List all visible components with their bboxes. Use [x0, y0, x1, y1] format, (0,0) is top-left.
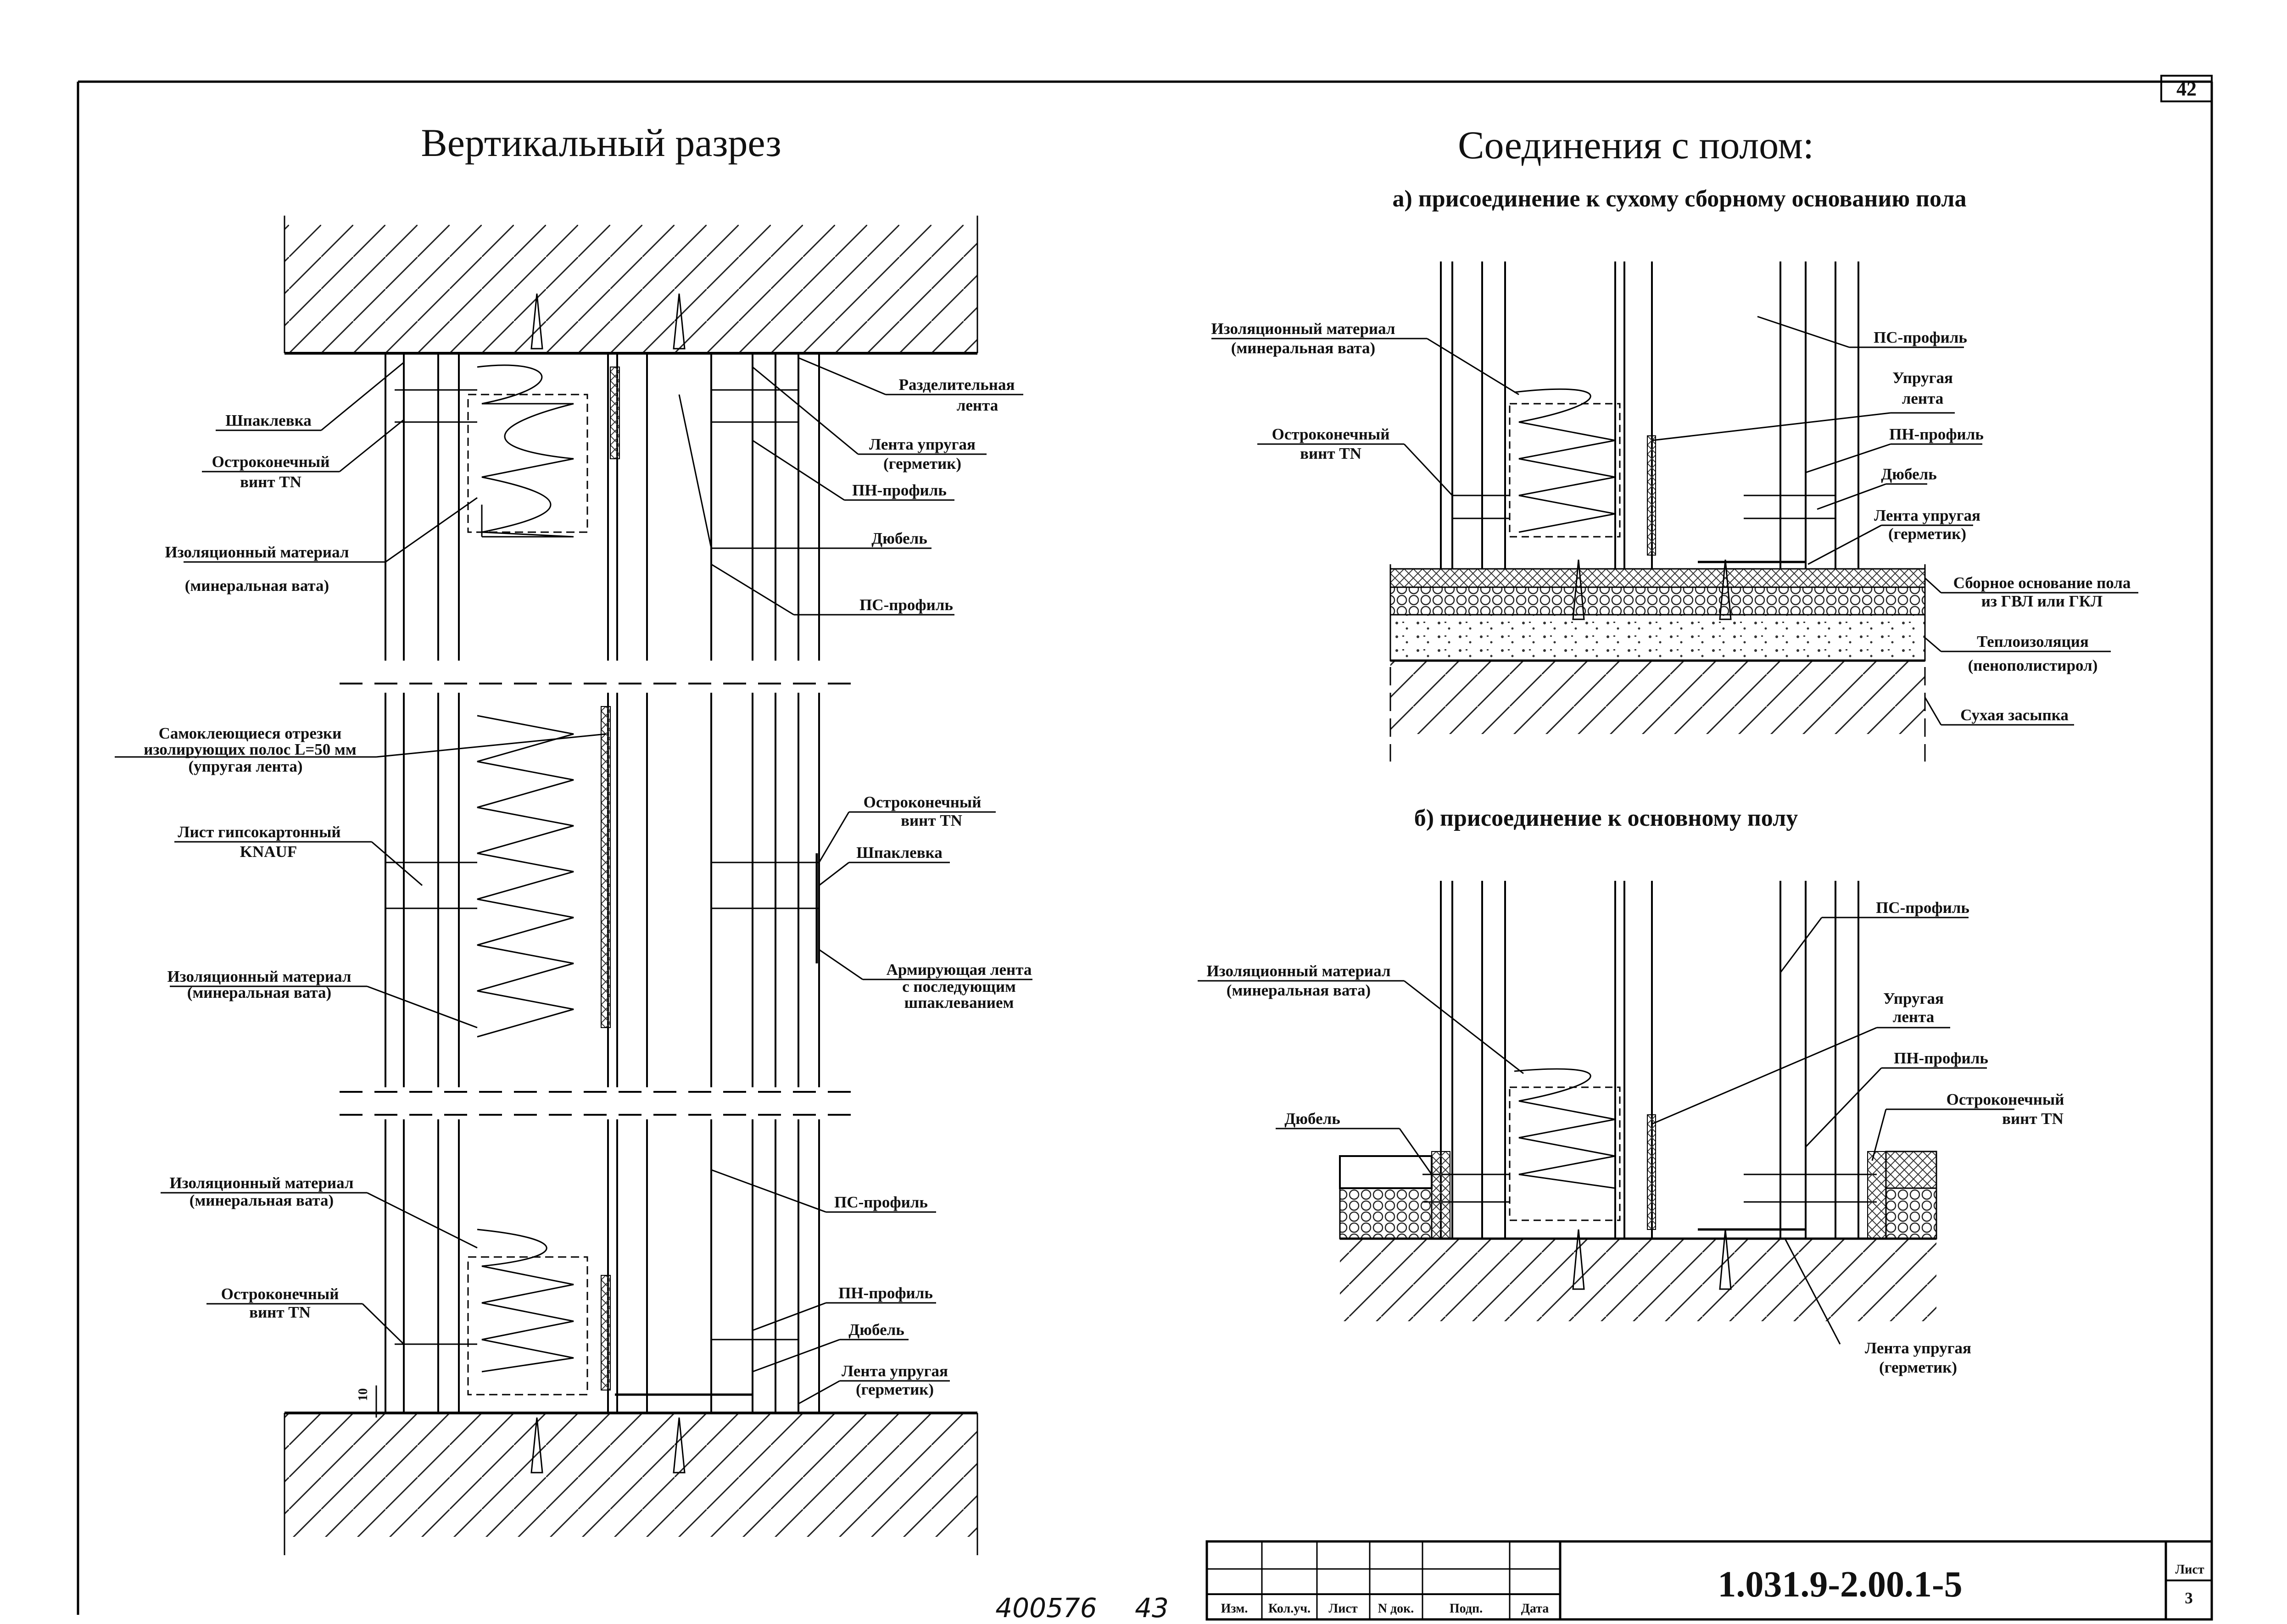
a-label-dowel: Дюбель [1881, 465, 1937, 483]
detail-b-floor [1339, 1151, 1937, 1321]
left-leaders [115, 357, 1032, 1418]
b-label-screw-1: Остроконечный [1947, 1090, 2064, 1108]
label-insulation-bottom-2: (минеральная вата) [190, 1191, 334, 1209]
dowels [530, 293, 686, 1474]
sheet-number: 3 [2185, 1589, 2193, 1607]
b-label-elastic-tape-1: Упругая [1883, 990, 1944, 1007]
label-pn-profile-bottom: ПН-профиль [838, 1284, 933, 1302]
b-label-insulation-2: (минеральная вата) [1227, 981, 1371, 999]
label-separation-tape-1: Разделительная [899, 376, 1015, 394]
stamp-col-date: Дата [1521, 1602, 1549, 1616]
wall-section-top [385, 353, 820, 661]
label-insulation-bottom-1: Изоляционный материал [169, 1174, 353, 1192]
dimension-10: 10 [356, 1388, 370, 1401]
label-elastic-tape-top-2: (герметик) [883, 455, 961, 473]
wall-section-bottom [385, 1119, 820, 1413]
a-label-insulation-2: (минеральная вата) [1231, 339, 1375, 357]
subtitle-b: б) присоединение к основному полу [1414, 805, 1798, 831]
label-elastic-tape-bottom-1: Лента упругая [842, 1362, 948, 1380]
detail-b-leaders [1198, 917, 2014, 1345]
a-label-screw-2: винт TN [1300, 445, 1361, 462]
a-label-dry-fill: Сухая засыпка [1960, 706, 2069, 724]
detail-a-drawing [1440, 261, 1859, 569]
a-label-elastic-seal-2: (герметик) [1888, 525, 1966, 543]
label-gypsum-sheet-1: Лист гипсокартонный [178, 823, 340, 841]
b-label-elastic-seal-1: Лента упругая [1865, 1339, 1971, 1357]
stamp-col-sheet: Лист [1328, 1602, 1357, 1616]
right-title: Соединения с полом: [1458, 123, 1814, 167]
subtitle-a: а) присоединение к сухому сборному основ… [1392, 186, 1966, 212]
b-label-elastic-seal-2: (герметик) [1879, 1358, 1957, 1376]
a-label-floor-base-2: из ГВЛ или ГКЛ [1981, 592, 2103, 610]
left-title: Вертикальный разрез [421, 121, 781, 165]
label-strips-3: (упругая лента) [188, 757, 302, 775]
label-insulation-top-1: Изоляционный материал [165, 543, 349, 561]
b-label-pn-profile: ПН-профиль [1894, 1049, 1988, 1067]
label-putty-top: Шпаклевка [225, 412, 311, 429]
label-ps-profile-bottom: ПС-профиль [834, 1193, 928, 1211]
a-label-elastic-tape-1: Упругая [1892, 369, 1953, 387]
label-reinforce-tape-2: с последующим [902, 978, 1016, 996]
label-pn-profile-top: ПН-профиль [852, 481, 947, 499]
b-label-screw-2: винт TN [2002, 1110, 2064, 1128]
floor-slab [284, 1412, 978, 1555]
stamp-col-count: Кол.уч. [1268, 1602, 1311, 1616]
a-label-elastic-tape-2: лента [1902, 389, 1943, 407]
label-reinforce-tape-1: Армирующая лента [887, 961, 1032, 979]
label-screw-bottom-1: Остроконечный [221, 1285, 339, 1303]
label-reinforce-tape-3: шпаклеванием [904, 994, 1014, 1012]
a-label-insulation-1: Изоляционный материал [1211, 320, 1395, 338]
b-label-dowel: Дюбель [1284, 1110, 1340, 1128]
b-label-ps-profile: ПС-профиль [1876, 899, 1969, 917]
detail-a-leaders [1211, 316, 2138, 726]
detail-a-floor-layers [1389, 559, 1926, 762]
label-elastic-tape-top-1: Лента упругая [869, 435, 976, 453]
label-dowel-bottom: Дюбель [848, 1321, 904, 1339]
handwritten-inventory-number: 400576 [995, 1592, 1097, 1624]
stamp-col-doc: N док. [1378, 1602, 1414, 1616]
label-gypsum-sheet-2: KNAUF [240, 843, 297, 861]
a-label-ps-profile: ПС-профиль [1874, 328, 1967, 346]
label-insulation-mid-2: (минеральная вата) [187, 984, 331, 1001]
b-label-elastic-tape-2: лента [1893, 1008, 1934, 1026]
label-screw-bottom-2: винт TN [249, 1303, 311, 1321]
label-screw-mid-1: Остроконечный [864, 793, 982, 811]
label-strips-2: изолирующих полос L=50 мм [144, 740, 356, 758]
a-label-floor-base-1: Сборное основание пола [1953, 574, 2131, 592]
label-insulation-mid-1: Изоляционный материал [167, 968, 351, 985]
sheet-label: Лист [2175, 1563, 2204, 1577]
label-elastic-tape-bottom-2: (герметик) [856, 1380, 934, 1398]
a-label-pn-profile: ПН-профиль [1889, 425, 1984, 443]
b-label-insulation-1: Изоляционный материал [1206, 962, 1390, 980]
label-ps-profile-top: ПС-профиль [859, 596, 953, 614]
sheet-frame [77, 75, 2213, 1615]
label-screw-top-2: винт TN [240, 473, 301, 491]
page-number: 42 [2176, 78, 2197, 100]
ceiling-slab [284, 216, 978, 355]
wall-section-middle [385, 693, 820, 1087]
a-label-thermal-1: Теплоизоляция [1977, 633, 2089, 651]
break-lines [340, 683, 863, 1116]
document-code: 1.031.9-2.00.1-5 [1718, 1564, 1962, 1605]
a-label-elastic-seal-1: Лента упругая [1874, 506, 1980, 524]
label-separation-tape-2: лента [957, 396, 998, 414]
title-block [1205, 1540, 2213, 1621]
a-label-thermal-2: (пенополистирол) [1968, 656, 2098, 674]
label-putty-mid: Шпаклевка [856, 844, 942, 862]
label-insulation-top-2: (минеральная вата) [185, 577, 329, 595]
label-screw-mid-2: винт TN [901, 812, 962, 829]
handwritten-number: 43 [1135, 1592, 1169, 1624]
detail-b-drawing [1422, 881, 1877, 1239]
stamp-col-sign: Подп. [1450, 1602, 1483, 1616]
label-dowel-top: Дюбель [871, 529, 927, 547]
a-label-screw-1: Остроконечный [1272, 425, 1390, 443]
label-strips-1: Самоклеющиеся отрезки [159, 724, 342, 742]
label-screw-top-1: Остроконечный [212, 453, 330, 471]
stamp-col-change: Изм. [1221, 1602, 1248, 1616]
